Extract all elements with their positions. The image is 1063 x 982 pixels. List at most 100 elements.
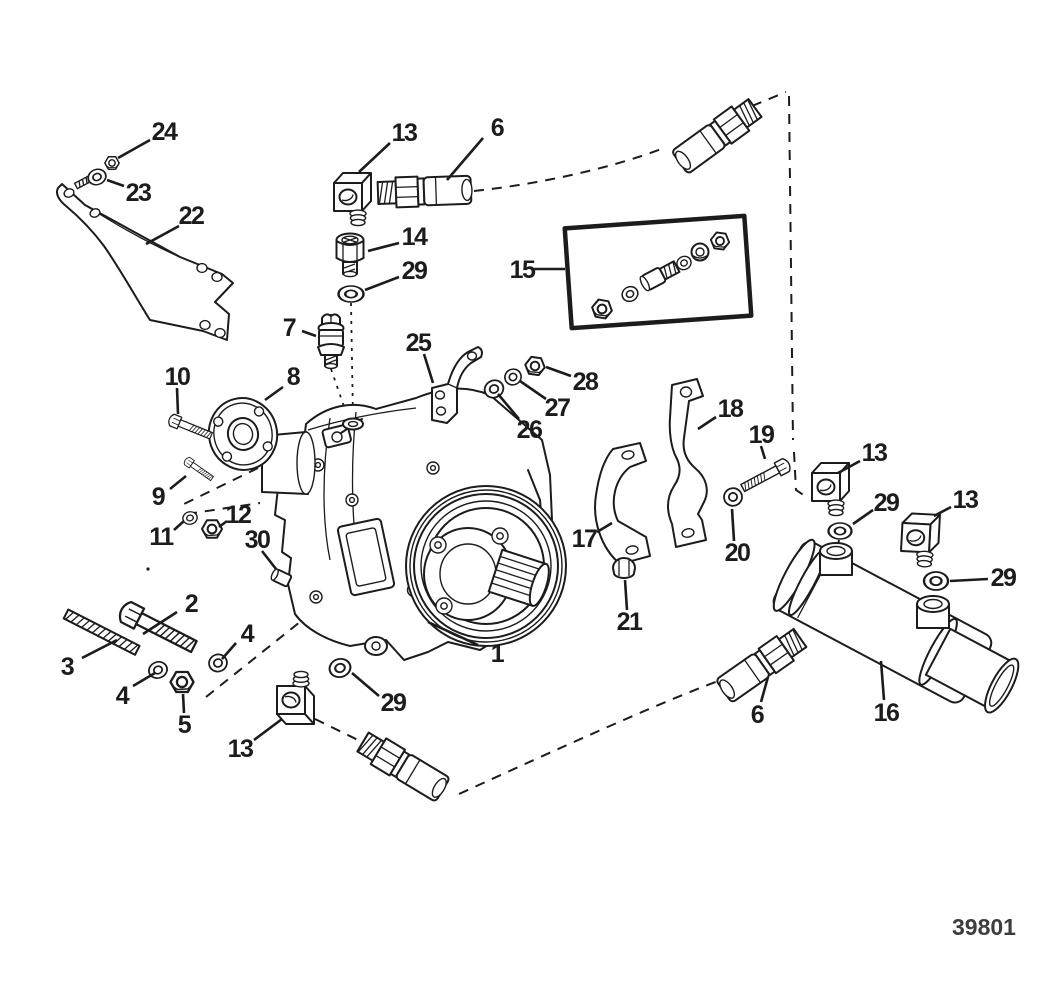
callout-leader-26: [497, 393, 520, 420]
callout-24: 24: [152, 118, 178, 146]
callout-leader-10: [175, 387, 180, 415]
part-21-nut: [612, 557, 636, 579]
cooler-port: [916, 595, 950, 629]
callout-22: 22: [179, 202, 204, 230]
callout-26: 26: [517, 416, 542, 444]
callout-18: 18: [718, 395, 744, 423]
callout-leader-13: [253, 717, 283, 742]
part-17-clamp: [594, 442, 651, 565]
callout-23: 23: [126, 179, 151, 207]
callout-29: 29: [402, 257, 427, 285]
callout-15: 15: [510, 256, 536, 284]
callout-19: 19: [749, 421, 774, 449]
callout-leader-16: [879, 660, 886, 701]
part-22-bracket: [56, 175, 234, 341]
callout-13: 13: [862, 439, 887, 467]
callout-30: 30: [245, 526, 270, 554]
part-18-clamp-strap: [667, 378, 708, 548]
callout-14: 14: [402, 223, 428, 251]
callout-leader-12: [218, 519, 228, 529]
callout-25: 25: [406, 329, 432, 357]
callout-7: 7: [283, 314, 296, 342]
part-6-fitting: [376, 173, 474, 209]
callout-leader-17: [596, 521, 613, 534]
part-6-fitting-installed: [669, 94, 765, 177]
callout-leader-2: [142, 610, 178, 636]
callout-6: 6: [491, 114, 504, 142]
callout-29: 29: [381, 689, 406, 717]
part-27-washer: [501, 365, 525, 389]
part-25-bracket: [431, 346, 483, 424]
callout-leader-29: [351, 672, 380, 697]
part-13-elbow: [333, 172, 372, 227]
callout-13: 13: [228, 735, 253, 763]
callout-leader-7: [301, 329, 317, 338]
callout-21: 21: [617, 608, 643, 636]
callout-2: 2: [185, 590, 198, 618]
callout-leader-4: [132, 671, 156, 688]
part-12-nut: [201, 519, 223, 539]
callout-5: 5: [178, 711, 192, 739]
callout-9: 9: [152, 483, 165, 511]
callout-leader-4: [221, 642, 237, 660]
callout-leader-20: [730, 508, 736, 542]
cooler-port: [819, 542, 853, 576]
callout-13: 13: [392, 119, 417, 147]
callout-leader-3: [81, 638, 118, 660]
part-24-nut: [104, 156, 120, 170]
part-13-elbow: [276, 670, 315, 725]
callout-leader-27: [519, 379, 547, 401]
callout-leader-25: [422, 353, 435, 384]
callout-leader-18: [697, 415, 717, 431]
callout-leader-13: [933, 505, 952, 518]
callout-leader-29: [852, 508, 874, 526]
part-7-sender: [317, 313, 345, 370]
callout-leader-23: [106, 178, 125, 188]
part-13-elbow: [899, 512, 941, 569]
callout-leader-9: [169, 474, 187, 491]
part-29-sealing-washer: [922, 570, 950, 592]
part-29-sealing-washer: [827, 521, 853, 541]
callout-27: 27: [545, 394, 570, 422]
callout-leader-5: [181, 693, 186, 714]
part-8-flange: [207, 397, 316, 495]
callout-4: 4: [116, 682, 130, 710]
callout-20: 20: [725, 539, 750, 567]
callout-leader-13: [358, 142, 391, 173]
callout-leader-11: [173, 520, 185, 531]
callout-29: 29: [874, 489, 899, 517]
part-20-washer: [721, 485, 745, 509]
callout-1: 1: [491, 640, 505, 668]
part-6-fitting: [354, 728, 453, 805]
callout-17: 17: [572, 525, 597, 553]
callout-leader-6: [759, 676, 770, 703]
callout-leader-29: [364, 275, 400, 292]
callout-layer: 1234456678910111213131313141516171819202…: [61, 114, 1018, 763]
part-4-washer: [145, 658, 171, 682]
callout-29: 29: [991, 564, 1016, 592]
callout-leader-8: [264, 385, 284, 402]
callout-leader-22: [145, 224, 180, 246]
callout-3: 3: [61, 653, 74, 681]
callout-4: 4: [241, 620, 255, 648]
part-28-nut: [523, 355, 547, 377]
part-1-transmission-housing: [274, 387, 567, 661]
part-30-pin: [270, 568, 293, 588]
callout-leader-28: [545, 365, 572, 378]
callout-16: 16: [874, 699, 899, 727]
callout-leader-1: [427, 620, 479, 647]
part-29-sealing-washer: [337, 284, 365, 304]
callout-13: 13: [953, 486, 978, 514]
output-spline: [487, 548, 550, 607]
callout-8: 8: [287, 363, 301, 391]
callout-leader-24: [117, 138, 151, 160]
callout-10: 10: [165, 363, 190, 391]
part-23-washer: [85, 165, 109, 189]
callout-28: 28: [573, 368, 599, 396]
callout-leader-6: [446, 137, 484, 181]
callout-leader-29: [949, 577, 989, 583]
part-14-fitting: [335, 232, 365, 278]
callout-leader-14: [367, 241, 400, 253]
